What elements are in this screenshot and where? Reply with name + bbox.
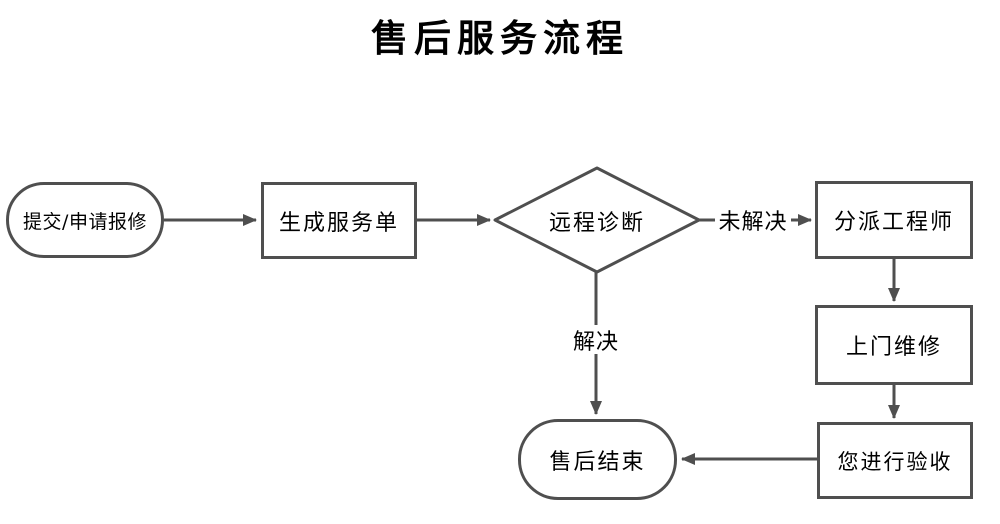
node-service-end: 售后结束 (518, 419, 677, 500)
node-submit-label: 提交/申请报修 (23, 210, 147, 233)
node-ticket-label: 生成服务单 (278, 210, 399, 236)
node-dispatch-label: 分派工程师 (833, 210, 954, 235)
edge-label-resolved: 解决 (569, 325, 623, 355)
page-title: 售后服务流程 (371, 17, 629, 60)
node-diagnosis-label: 远程诊断 (548, 210, 645, 236)
node-onsite-label: 上门维修 (845, 335, 942, 360)
node-dispatch-engineer: 分派工程师 (815, 181, 973, 259)
edge-label-unresolved: 未解决 (715, 205, 791, 235)
node-submit-request: 提交/申请报修 (6, 182, 164, 258)
node-customer-acceptance: 您进行验收 (817, 422, 973, 499)
node-end-label: 售后结束 (549, 449, 646, 475)
node-acceptance-label: 您进行验收 (837, 449, 953, 474)
node-onsite-repair: 上门维修 (815, 305, 973, 385)
node-generate-ticket: 生成服务单 (261, 182, 417, 259)
node-remote-diagnosis: 远程诊断 (497, 205, 697, 236)
